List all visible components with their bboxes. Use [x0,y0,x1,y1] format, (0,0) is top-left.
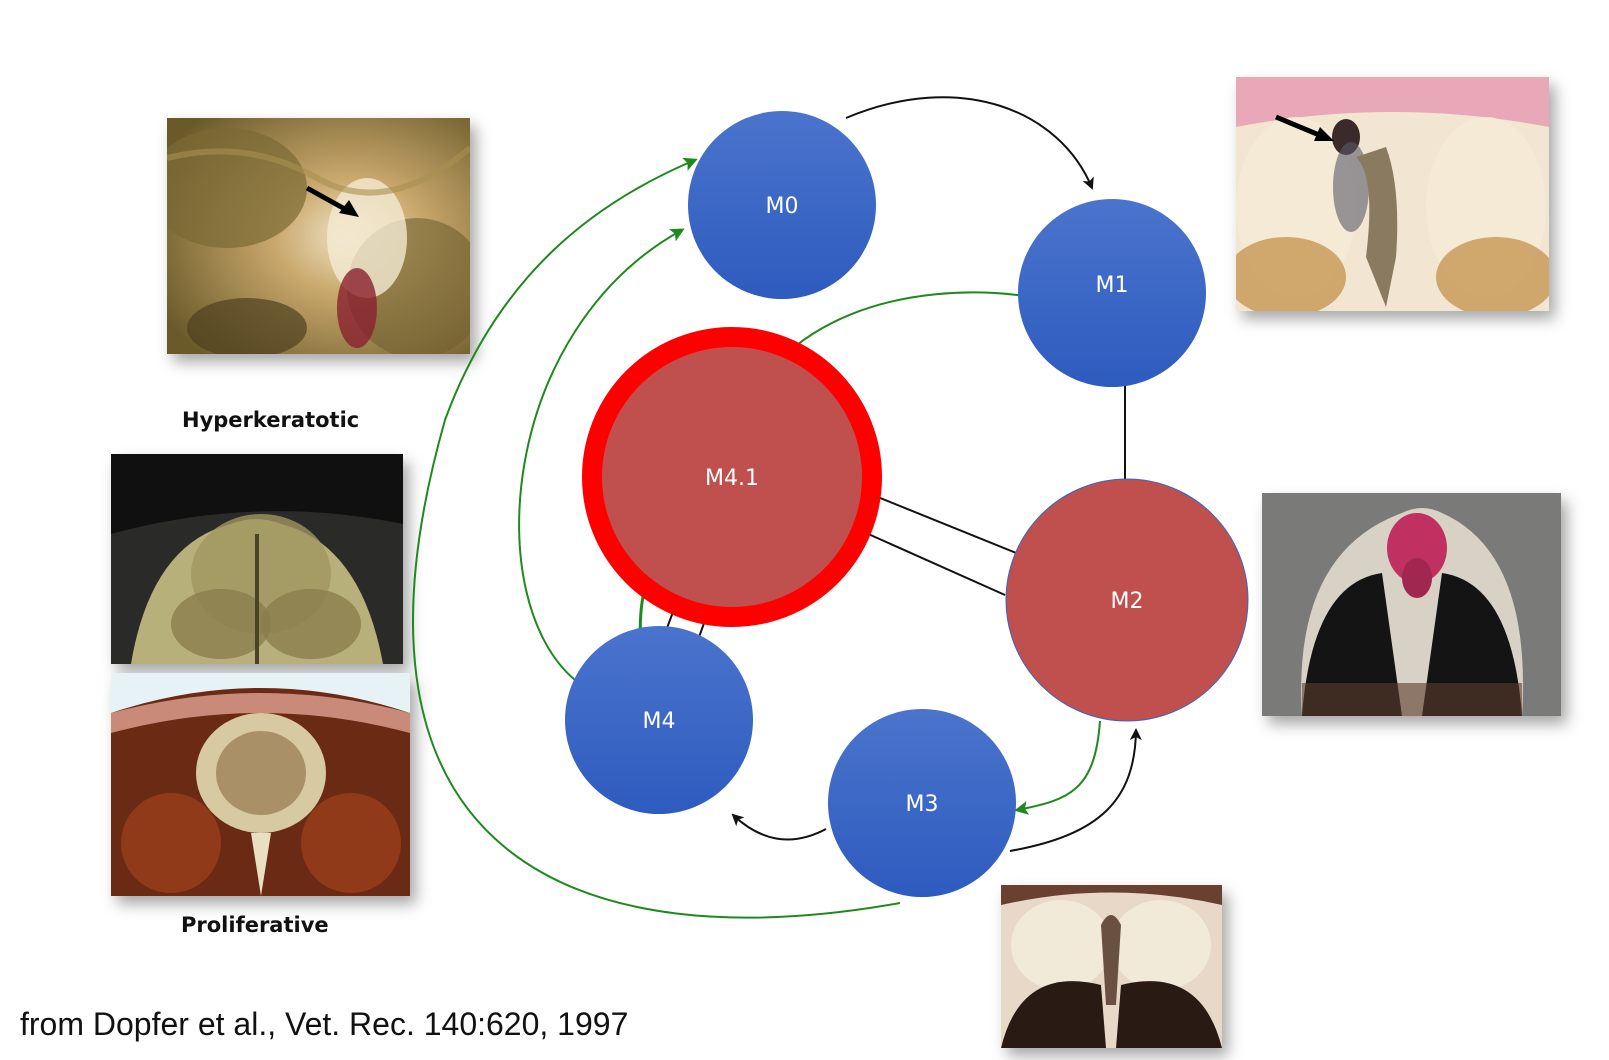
arrow-m3-to-m0 [412,157,901,919]
node-m4-label: M4 [643,709,676,734]
node-m2-label: M2 [1111,589,1144,614]
photo-m3-lesion [1001,885,1222,1048]
node-m0-label: M0 [766,194,799,219]
photo-proliferative-lesion [111,673,410,896]
node-m41: M4.1 [582,327,882,627]
arrow-m3-to-m2 [1009,728,1142,852]
node-m2: M2 [1005,478,1249,722]
caption-hyperkeratotic: Hyperkeratotic [182,408,360,432]
arrow-m0-to-m1 [845,96,1094,190]
citation-text: from Dopfer et al., Vet. Rec. 140:620, 1… [20,1006,629,1042]
node-m3: M3 [828,709,1016,897]
caption-proliferative: Proliferative [181,913,329,937]
photo-hyperkeratotic-foot [111,454,403,664]
arrow-m3-to-m4 [731,813,827,841]
node-m3-label: M3 [906,792,939,817]
photo-hyperkeratotic-lesion [167,118,470,354]
node-m1: M1 [1018,199,1206,387]
node-m4: M4 [565,626,753,814]
photo-m2-lesion [1262,493,1561,716]
arrow-m4-to-m0 [518,228,685,681]
node-m0: M0 [688,111,876,299]
node-m41-label: M4.1 [705,466,759,491]
node-m1-label: M1 [1096,273,1129,298]
photo-m1-lesion [1236,77,1549,311]
arrow-m2-to-m3 [1014,720,1101,815]
